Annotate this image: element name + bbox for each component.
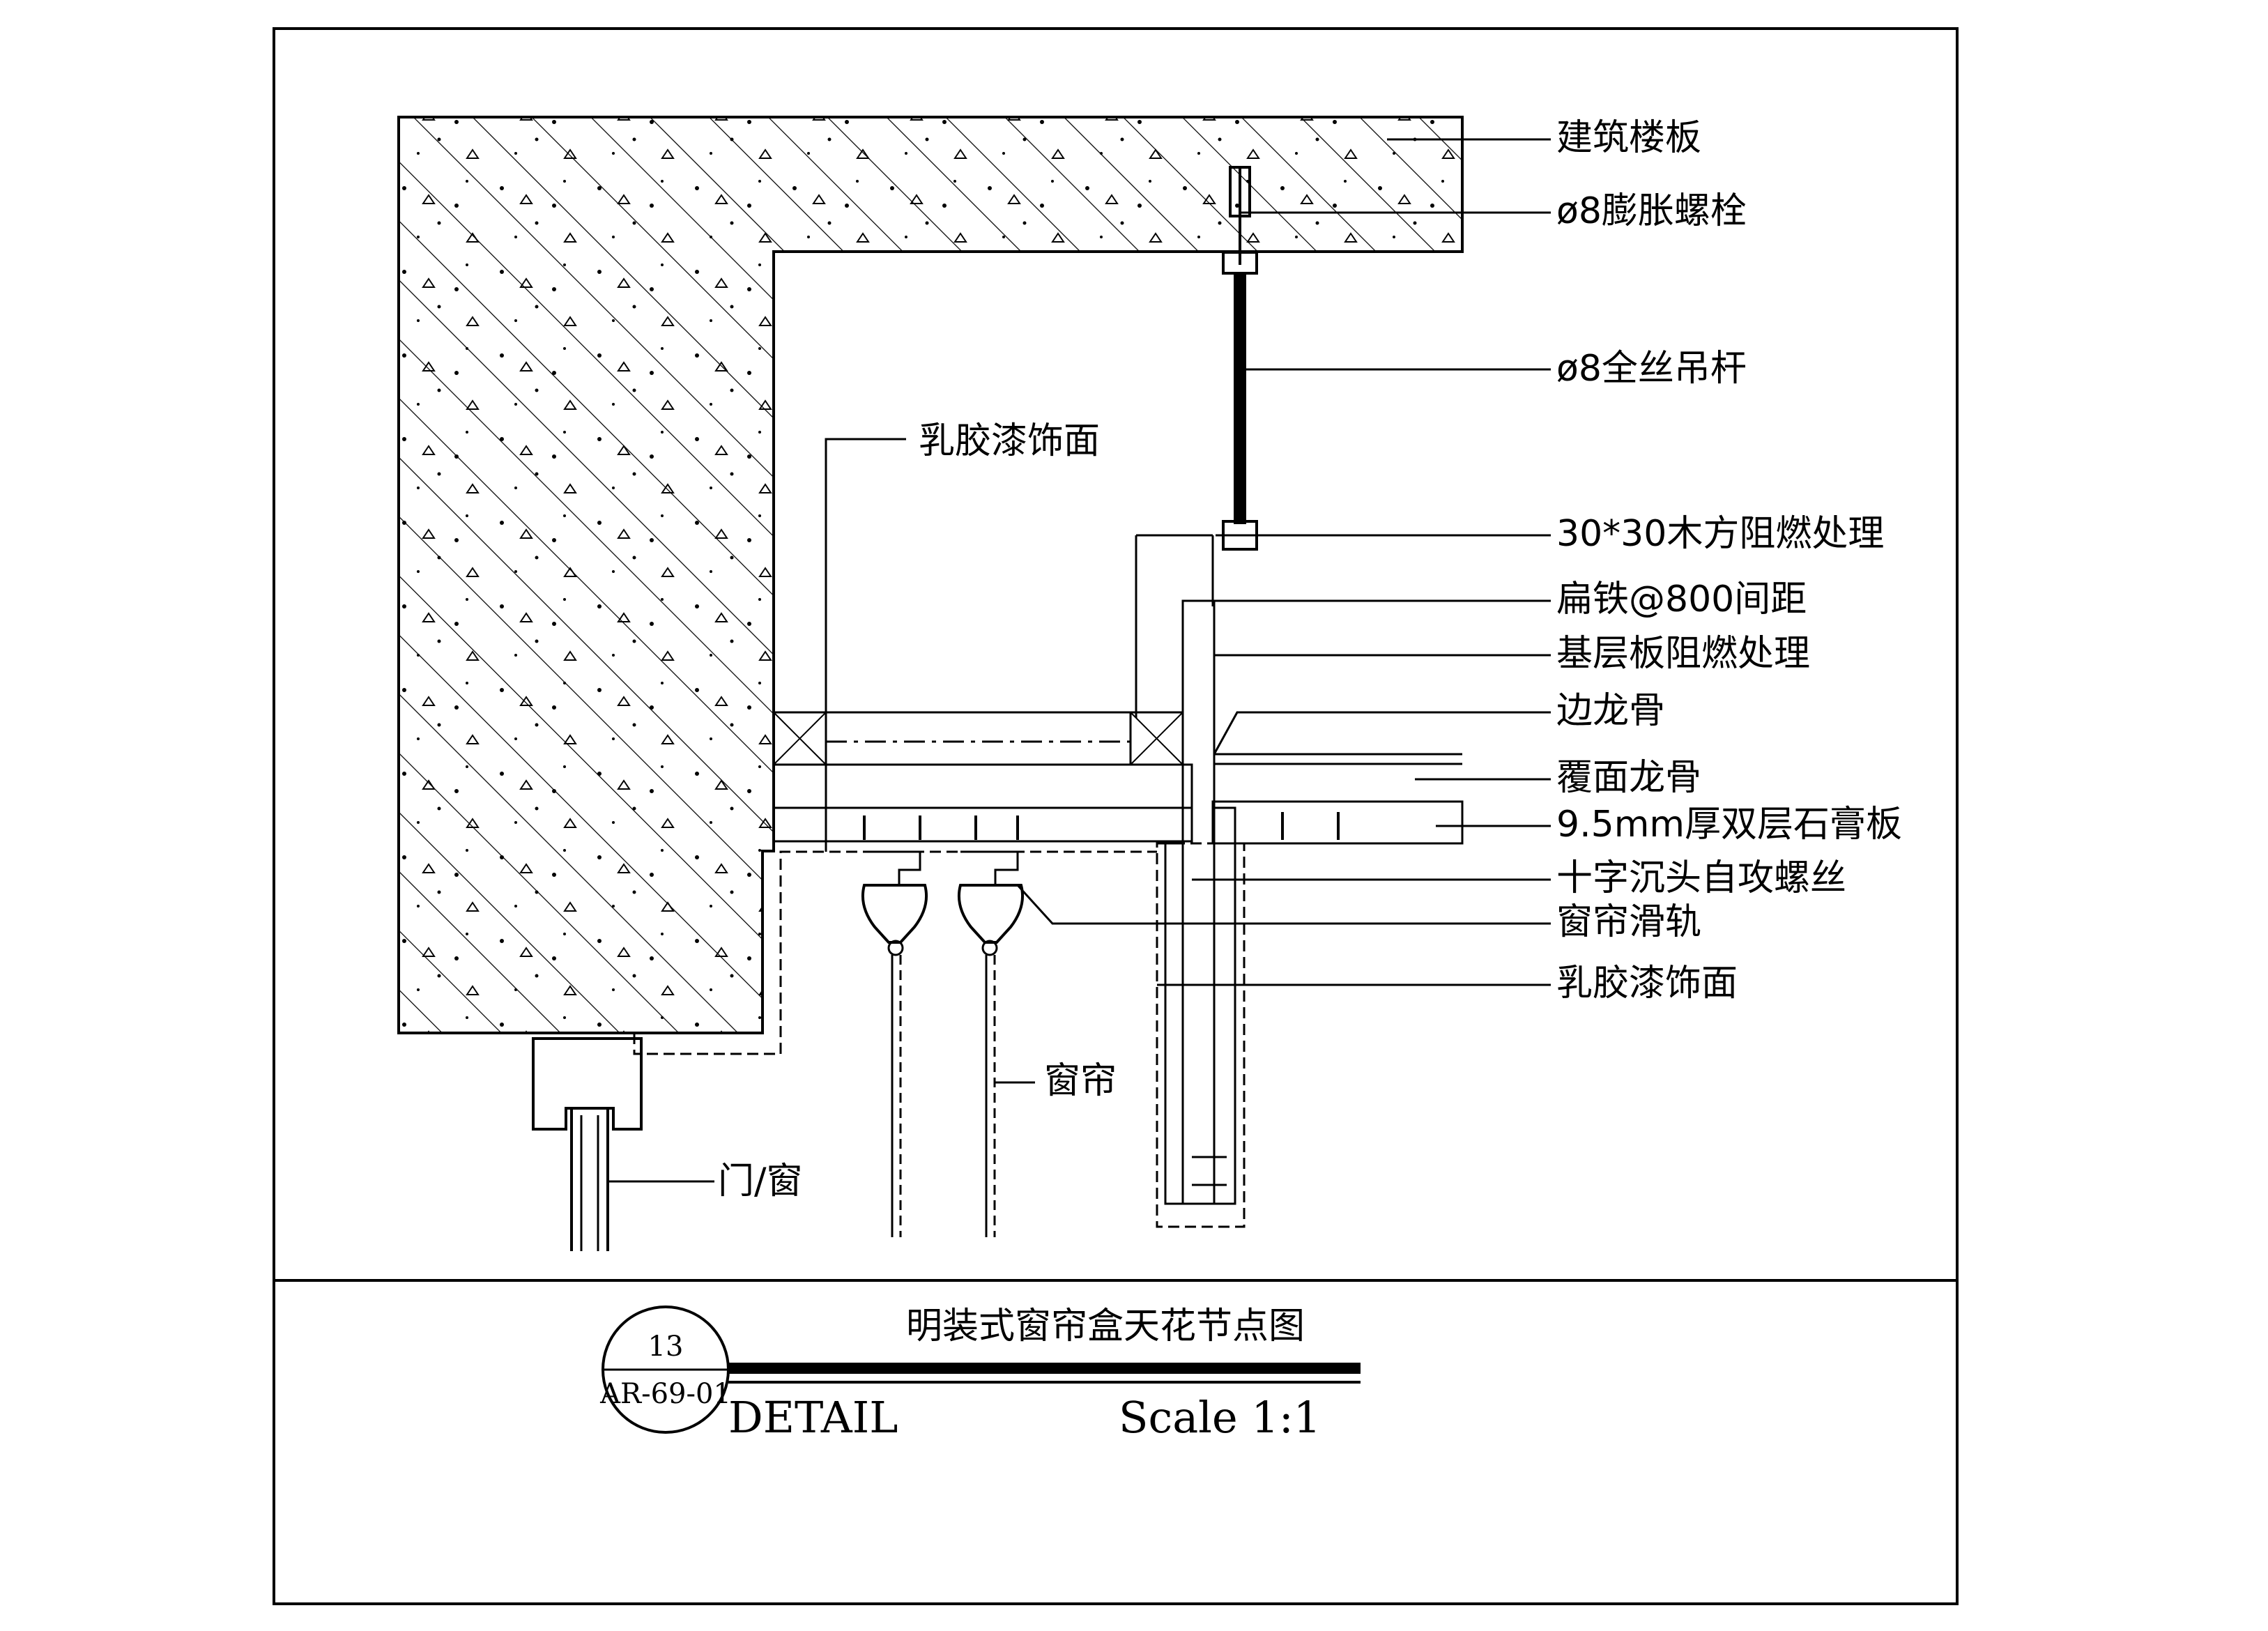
screws — [863, 812, 1340, 840]
outer-frame — [273, 27, 1959, 1605]
base-board — [772, 763, 1193, 809]
leader-lines — [608, 138, 1551, 1183]
curtain-box-side — [1156, 599, 1246, 1228]
drawing-title: 明装式窗帘盒天花节点图 — [906, 1305, 1305, 1347]
concrete-slab — [397, 116, 1464, 1034]
curtains — [891, 955, 996, 1237]
label-door-window: 门/窗 — [718, 1161, 803, 1202]
gypsum-board-horizontal — [772, 806, 1193, 843]
door-window-frame — [532, 1037, 643, 1251]
label-curtain: 窗帘 — [1044, 1060, 1117, 1102]
label-floor-slab: 建筑楼板 — [1556, 117, 1701, 159]
wood-battens — [772, 711, 1184, 766]
label-latex-paint-right: 乳胶漆饰面 — [1556, 963, 1738, 1004]
label-gypsum-board: 9.5mm厚双层石膏板 — [1556, 804, 1902, 845]
label-flat-iron: 扁铁@800间距 — [1556, 579, 1807, 620]
sheet-ref: AR-69-01 — [599, 1378, 731, 1410]
label-cover-keel: 覆面龙骨 — [1556, 757, 1701, 799]
label-wood-batten: 30*30木方阻燃处理 — [1556, 513, 1884, 555]
label-expansion-bolt: ø8膨胀螺栓 — [1556, 190, 1747, 232]
scale-text: Scale 1:1 — [1119, 1392, 1321, 1443]
label-screw: 十字沉头自攻螺丝 — [1556, 857, 1846, 899]
label-curtain-rail: 窗帘滑轨 — [1556, 901, 1701, 943]
expansion-bolt — [1222, 166, 1258, 275]
detail-word: DETAIL — [728, 1392, 898, 1443]
detail-number: 13 — [648, 1331, 684, 1363]
curtain-rail — [861, 850, 1025, 956]
label-base-board: 基层板阻燃处理 — [1556, 633, 1810, 675]
label-latex-paint-top: 乳胶漆饰面 — [919, 420, 1100, 462]
threaded-rod — [1216, 273, 1264, 551]
label-threaded-rod: ø8全丝吊杆 — [1556, 348, 1747, 390]
label-edge-keel: 边龙骨 — [1556, 690, 1665, 732]
title-block: 13 AR-69-01 明装式窗帘盒天花节点图 DETAIL Scale 1:1 — [599, 1305, 1361, 1443]
